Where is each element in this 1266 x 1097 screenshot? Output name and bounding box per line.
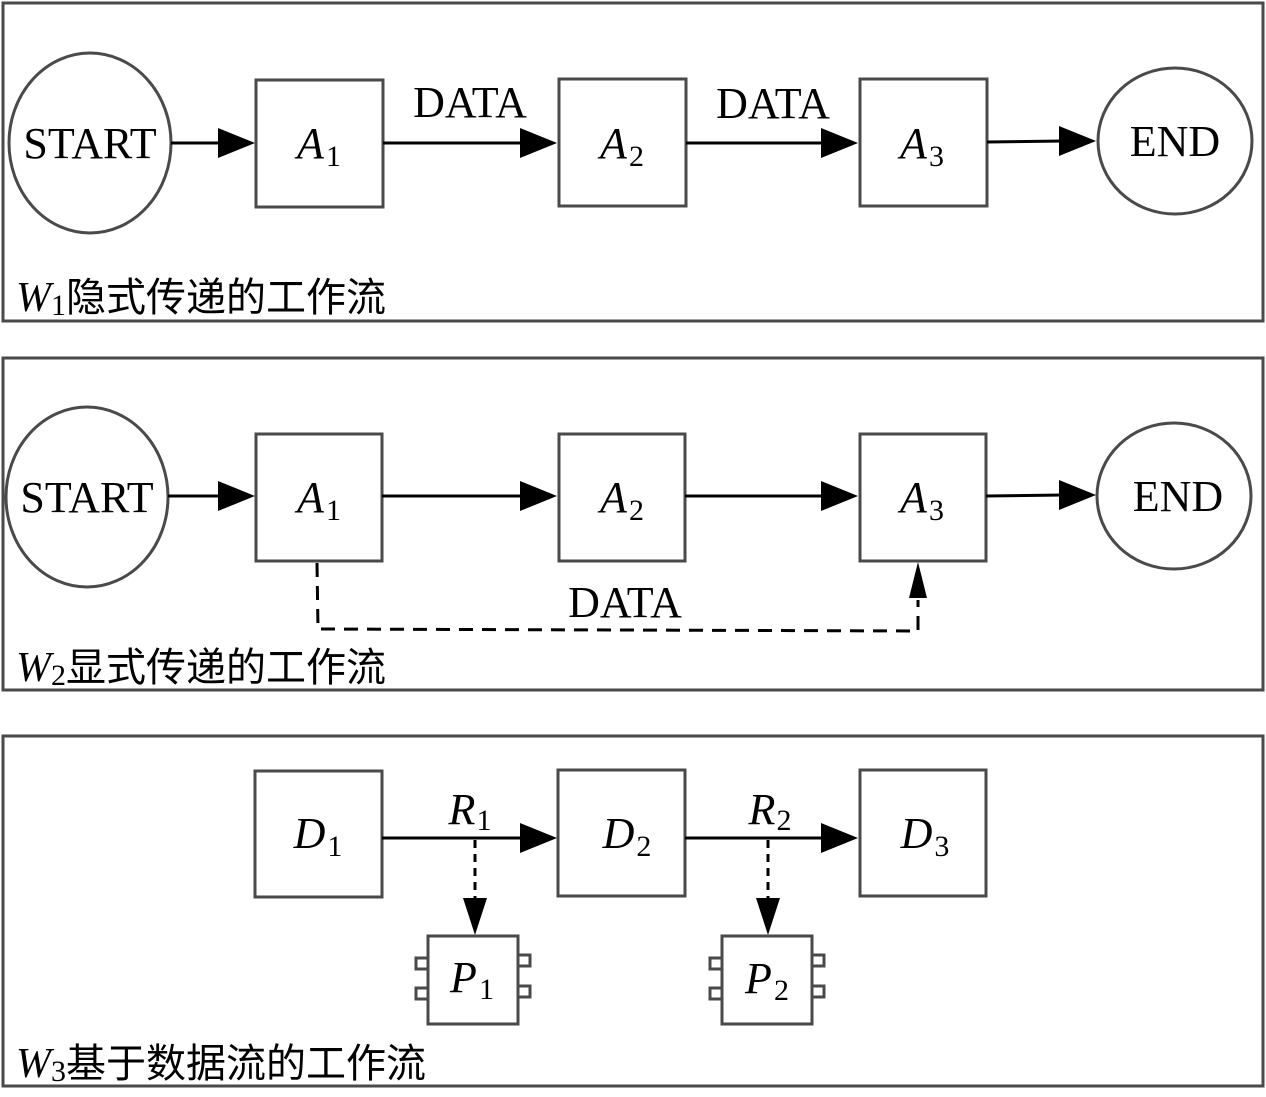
- start-label: START: [23, 119, 156, 168]
- panel-caption: W3基于数据流的工作流: [16, 1041, 426, 1088]
- activity-node-a1: [254, 78, 385, 209]
- arrowhead: [520, 481, 557, 511]
- arrowhead: [218, 481, 255, 511]
- data-node-d2: [556, 768, 687, 898]
- relation-label-r1: R1: [448, 785, 492, 837]
- panel-w2-explicit: START A1 A2 A3 END DATA W2显式传递的工作流: [1, 356, 1265, 692]
- data-label-d1: D1: [293, 809, 343, 863]
- process-node-p1: P1: [414, 934, 532, 1026]
- process-node-p2: P2: [708, 934, 826, 1026]
- panel-w3-dataflow: D1 R1 D2 R2 D3 P1: [1, 734, 1265, 1088]
- arrowhead: [821, 481, 858, 511]
- port-icon: [708, 956, 724, 971]
- process-box: [426, 934, 520, 1026]
- edge-label-data: DATA: [413, 78, 527, 127]
- activity-node-a3: [858, 77, 989, 208]
- start-label: START: [20, 473, 153, 522]
- end-label: END: [1133, 472, 1223, 521]
- arrowhead: [1059, 480, 1096, 510]
- arrowhead: [909, 562, 927, 598]
- panel-caption: W2显式传递的工作流: [16, 645, 386, 692]
- arrowhead: [520, 128, 557, 158]
- data-node-d3: [858, 768, 988, 898]
- end-label: END: [1130, 117, 1220, 166]
- activity-label-a1: A1: [294, 119, 341, 173]
- relation-label-r2: R2: [748, 785, 792, 837]
- panel-caption: W1隐式传递的工作流: [16, 275, 386, 322]
- arrowhead: [520, 823, 557, 853]
- arrowhead: [218, 128, 255, 158]
- port-icon: [414, 986, 430, 1001]
- port-icon: [708, 986, 724, 1001]
- activity-node-a1: [254, 432, 384, 563]
- port-icon: [516, 953, 532, 968]
- data-label-d3: D3: [900, 809, 950, 863]
- panel-w1-implicit: START A1 DATA A2 DATA A3 END W1隐式传递的工作流: [1, 1, 1265, 323]
- process-label-p2: P2: [744, 954, 789, 1007]
- arrowhead: [821, 823, 858, 853]
- end-node: [1095, 421, 1253, 571]
- arrowhead: [821, 128, 858, 158]
- process-box: [720, 934, 814, 1026]
- activity-node-a2: [557, 77, 688, 208]
- dashed-edge-label-data: DATA: [568, 578, 682, 627]
- dashed-data-edge-a1-a3: [315, 562, 920, 633]
- process-label-p1: P1: [449, 953, 494, 1006]
- arrowhead: [756, 898, 780, 935]
- data-label-d2: D2: [602, 809, 652, 863]
- end-node: [1096, 66, 1254, 216]
- port-icon: [414, 956, 430, 971]
- activity-label-a1: A1: [294, 473, 341, 527]
- edge-a3-end: [985, 493, 1064, 498]
- activity-label-a3: A3: [897, 119, 944, 173]
- port-icon: [810, 984, 826, 999]
- arrowhead: [1059, 126, 1096, 156]
- edge-label-data: DATA: [716, 79, 830, 128]
- port-icon: [516, 984, 532, 999]
- activity-label-a2: A2: [597, 119, 644, 173]
- activity-label-a2: A2: [597, 473, 644, 527]
- port-icon: [810, 953, 826, 968]
- activity-node-a3: [858, 432, 988, 563]
- data-node-d1: [253, 769, 384, 899]
- arrowhead: [463, 898, 487, 935]
- activity-label-a3: A3: [897, 473, 944, 527]
- edge-a3-end: [986, 139, 1064, 144]
